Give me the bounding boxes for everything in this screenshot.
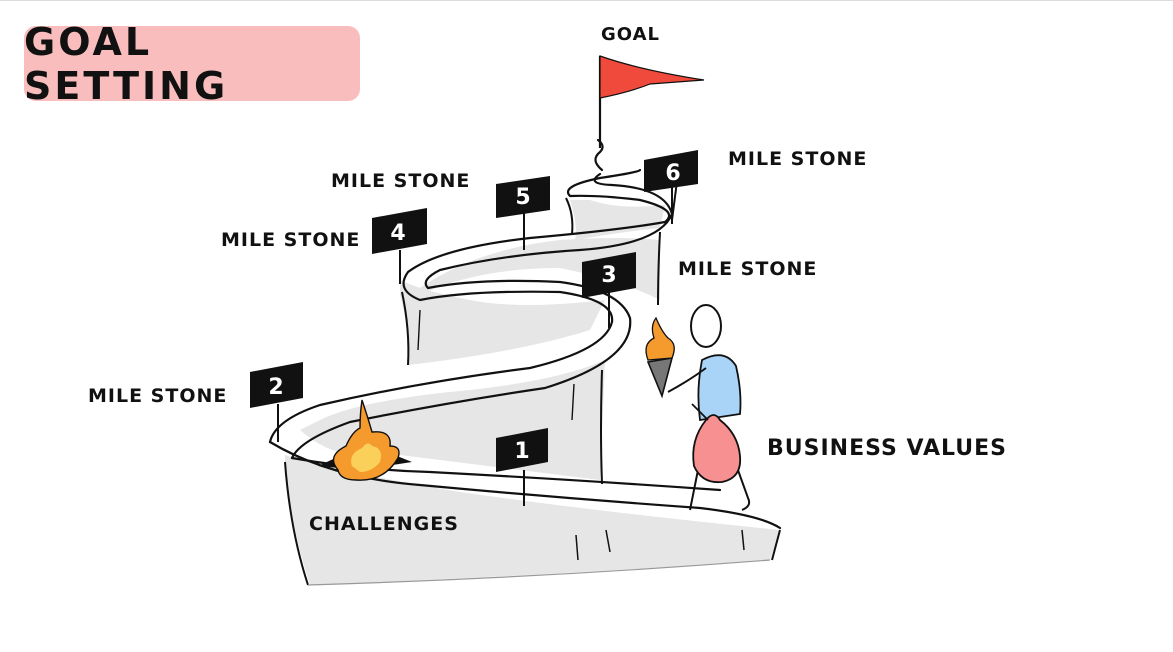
milestone-sign-3: 3 [582, 252, 636, 328]
milestone-label-2: MILE STONE [88, 385, 228, 407]
title-banner: GOAL SETTING [24, 20, 360, 108]
fire-icon [318, 399, 412, 481]
milestone-number: 4 [390, 221, 405, 246]
milestone-label-5: MILE STONE [331, 170, 471, 192]
milestone-label-3: MILE STONE [678, 258, 818, 280]
challenges-label: CHALLENGES [309, 513, 459, 535]
milestone-sign-6: 6 [644, 150, 698, 224]
milestone-number: 6 [665, 161, 680, 186]
goal-flag [598, 55, 705, 148]
milestone-sign-4: 4 [372, 208, 427, 284]
milestone-number: 5 [515, 185, 530, 210]
goal-label: GOAL [601, 24, 660, 45]
milestone-number: 1 [514, 439, 529, 464]
milestone-label-6: MILE STONE [728, 148, 868, 170]
milestone-sign-1: 1 [496, 428, 548, 506]
torch-icon [645, 316, 675, 399]
milestone-number: 3 [601, 263, 616, 288]
milestone-number: 2 [268, 375, 283, 400]
top-border [0, 0, 1173, 1]
milestone-sign-5: 5 [496, 176, 550, 250]
milestone-label-4: MILE STONE [221, 229, 361, 251]
business-values-bag-icon [691, 403, 742, 484]
milestone-sign-2: 2 [250, 362, 303, 442]
person-figure [667, 304, 751, 511]
page-title: GOAL SETTING [24, 19, 229, 108]
business-values-label: BUSINESS VALUES [767, 436, 1007, 461]
cliff-walls [284, 157, 781, 586]
